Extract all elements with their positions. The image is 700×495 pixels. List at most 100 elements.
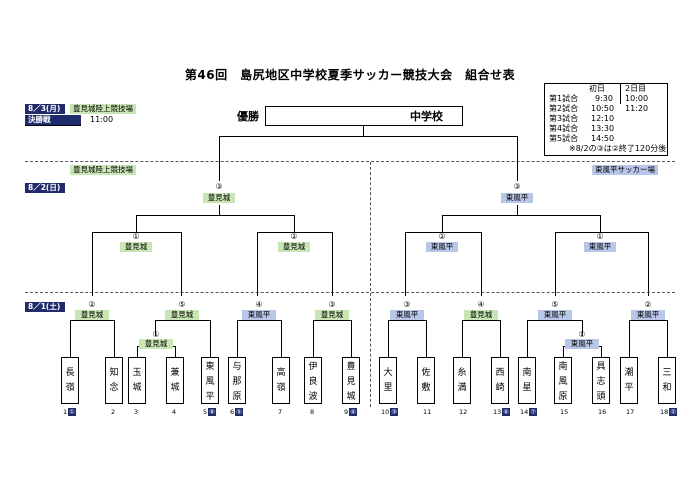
bracket-line [563,346,564,357]
bracket-line [388,320,389,357]
bracket-line [667,320,668,357]
seed-badge: ④ [349,408,357,416]
bracket-line [155,320,210,321]
bracket-line [136,215,294,216]
team-name-char: 敷 [421,383,431,393]
bracket-line [405,232,481,233]
match-venue: 東風平 [501,193,533,203]
team-name-char: 嶺 [65,383,75,393]
bracket-line [155,320,156,335]
schedule-row-label: 第2試合 [549,104,579,113]
team-name-char: 与 [232,362,242,372]
team-name-char: 星 [522,383,532,393]
bracket-line [313,320,314,357]
bracket-line [210,320,211,357]
team-box: 与那原 [228,357,246,404]
final-venue: 豊見城陸上競技場 [70,104,136,114]
bracket-line [555,232,556,296]
bracket-line [648,232,649,296]
team-number: 15 [560,408,569,416]
bracket-line [257,232,258,296]
team-name-char: 原 [558,392,568,402]
seed-badge: ⑥ [502,408,511,416]
match-venue: 豊見城 [203,193,235,203]
page-title: 第46回 島尻地区中学校夏季サッカー競技大会 組合せ表 [184,68,516,82]
team-name-char: 崎 [495,383,505,393]
match-venue: 豊見城 [278,242,310,252]
match-number: ② [438,232,446,241]
match-number: ④ [477,300,485,309]
team-name-char: 平 [624,383,634,393]
team-name-char: 大 [383,368,393,378]
bracket-line [92,232,93,296]
bracket-line [237,320,281,321]
bracket-line [136,215,137,233]
team-name-char: 念 [109,383,119,393]
team-number: 17 [626,408,635,416]
team-box: 豊見城 [342,357,360,404]
match-number: ③ [328,300,336,309]
schedule-row: 第4試合 13:30 [549,124,665,134]
team-number: 3 [134,408,139,416]
day1-date: 8／1(土) [25,302,65,312]
match-venue: 東風平 [390,310,424,320]
bracket-line [517,205,518,215]
match-venue: 豊見城 [464,310,498,320]
match-venue: 豊見城 [120,242,152,252]
team-name-char: 兼 [170,368,180,378]
match-number: ③ [215,182,223,191]
bracket-line [363,126,364,136]
schedule-row-day1: 14:50 [591,134,615,143]
team-number: 7 [278,408,283,416]
schedule-row-day1: 12:10 [591,114,615,123]
team-box: 西崎 [491,357,509,404]
team-name-char: 潮 [624,368,634,378]
seed-badge: ① [68,408,76,416]
bracket-line [219,136,517,137]
match-schedule-table: 初日 2日目 第1試合 9:30 10:00 第2試合 10:50 11:20 … [544,83,668,156]
schedule-row-label: 第3試合 [549,114,579,123]
team-box: 長嶺 [61,357,79,404]
bracket-line [442,215,600,216]
team-box: 高嶺 [272,357,290,404]
bracket-line [405,232,406,296]
team-number: 12 [459,408,468,416]
schedule-row: 第3試合 12:10 [549,114,665,124]
team-name-char: 具 [596,362,606,372]
schedule-row: 第2試合 10:50 11:20 [549,104,665,114]
team-name-char: 見 [346,377,356,387]
day2-venue-right: 東風平サッカー場 [592,165,658,175]
final-underline [25,125,81,126]
team-name-char: 嶺 [276,383,286,393]
team-number: 4 [172,408,177,416]
bracket-line [332,232,333,296]
seed-badge: ② [669,408,678,416]
bracket-line [313,320,351,321]
bracket-line [237,320,238,357]
winner-school: 中学校 [410,110,443,123]
team-name-char: 伊 [308,362,318,372]
bracket-line [281,320,282,357]
final-label: 決勝戦 [25,115,81,125]
team-name-char: 佐 [421,368,431,378]
team-box: 玉城 [128,357,146,404]
bracket-line [462,320,463,357]
final-date: 8／3(月) [25,104,65,114]
schedule-row: 第5試合 14:50 [549,134,665,144]
bracket-center-divider [370,162,371,407]
match-venue: 豊見城 [75,310,109,320]
match-venue: 東風平 [584,242,616,252]
bracket-line [114,320,115,357]
match-venue: 東風平 [538,310,572,320]
bracket-line [462,320,500,321]
bracket-line [527,320,528,357]
bracket-line [181,232,182,296]
bracket-line [481,232,482,296]
match-number: ① [152,330,160,339]
